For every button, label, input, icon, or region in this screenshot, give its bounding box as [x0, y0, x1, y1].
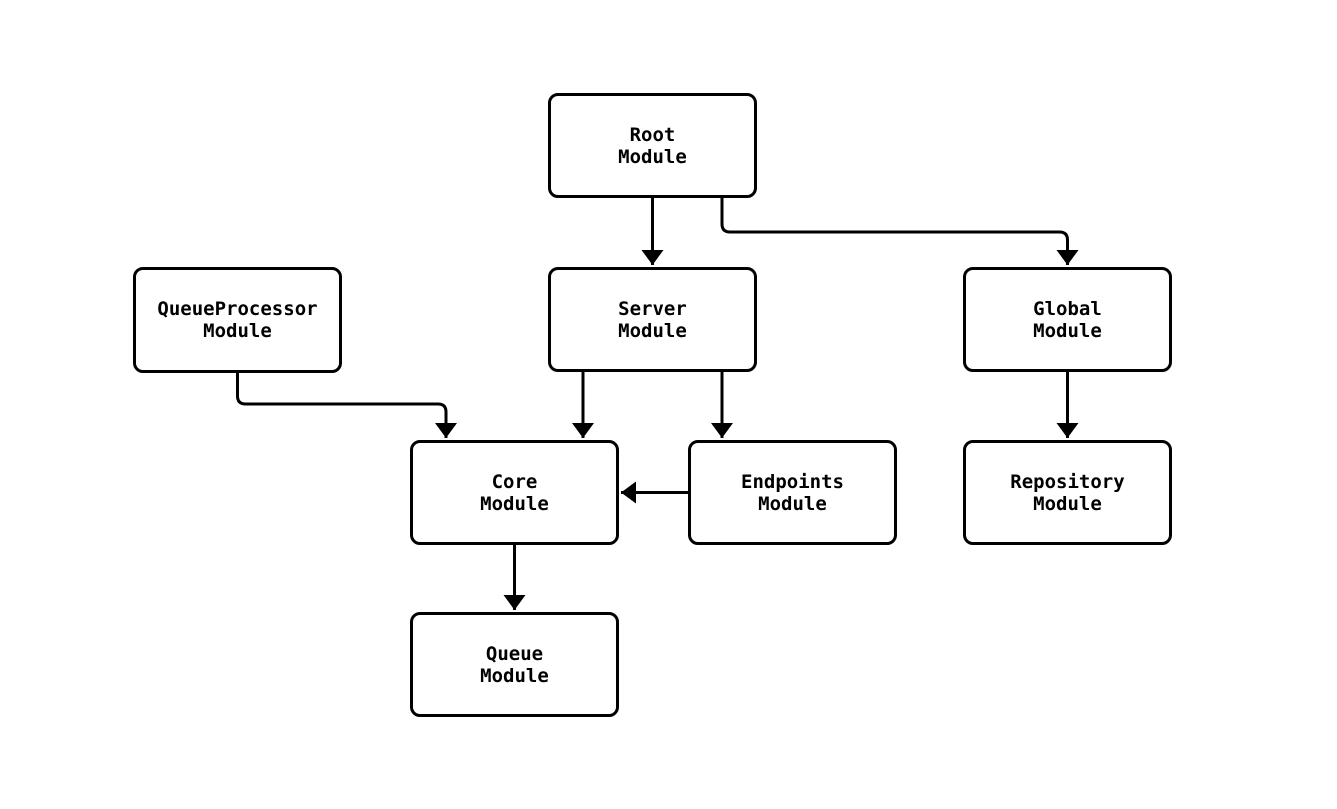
- node-queueprocessor-label-line-1: Module: [203, 320, 272, 342]
- node-repository-label-line-1: Module: [1033, 492, 1102, 515]
- node-global-label-line-0: Global: [1033, 297, 1102, 320]
- node-queue-label-line-0: Queue: [485, 642, 544, 665]
- node-repository-label-line-0: Repository: [1010, 470, 1125, 493]
- node-root-label-line-1: Module: [618, 145, 687, 168]
- node-endpoints-label-line-0: Endpoints: [741, 470, 844, 493]
- node-core-label-line-0: Core: [491, 470, 538, 493]
- node-server-label-line-0: Server: [618, 297, 687, 320]
- node-queue-label-line-1: Module: [480, 664, 549, 687]
- node-queueprocessor-label-line-0: QueueProcessor: [157, 298, 318, 320]
- edge-queueprocessor-core: [236, 373, 457, 438]
- node-root-label-line-0: Root: [629, 123, 676, 146]
- node-endpoints-label-line-1: Module: [758, 492, 827, 515]
- node-global-label-line-1: Module: [1033, 319, 1102, 342]
- node-core-label-line-1: Module: [480, 492, 549, 515]
- node-server-label-line-1: Module: [618, 319, 687, 342]
- edge-root-global: [720, 198, 1079, 265]
